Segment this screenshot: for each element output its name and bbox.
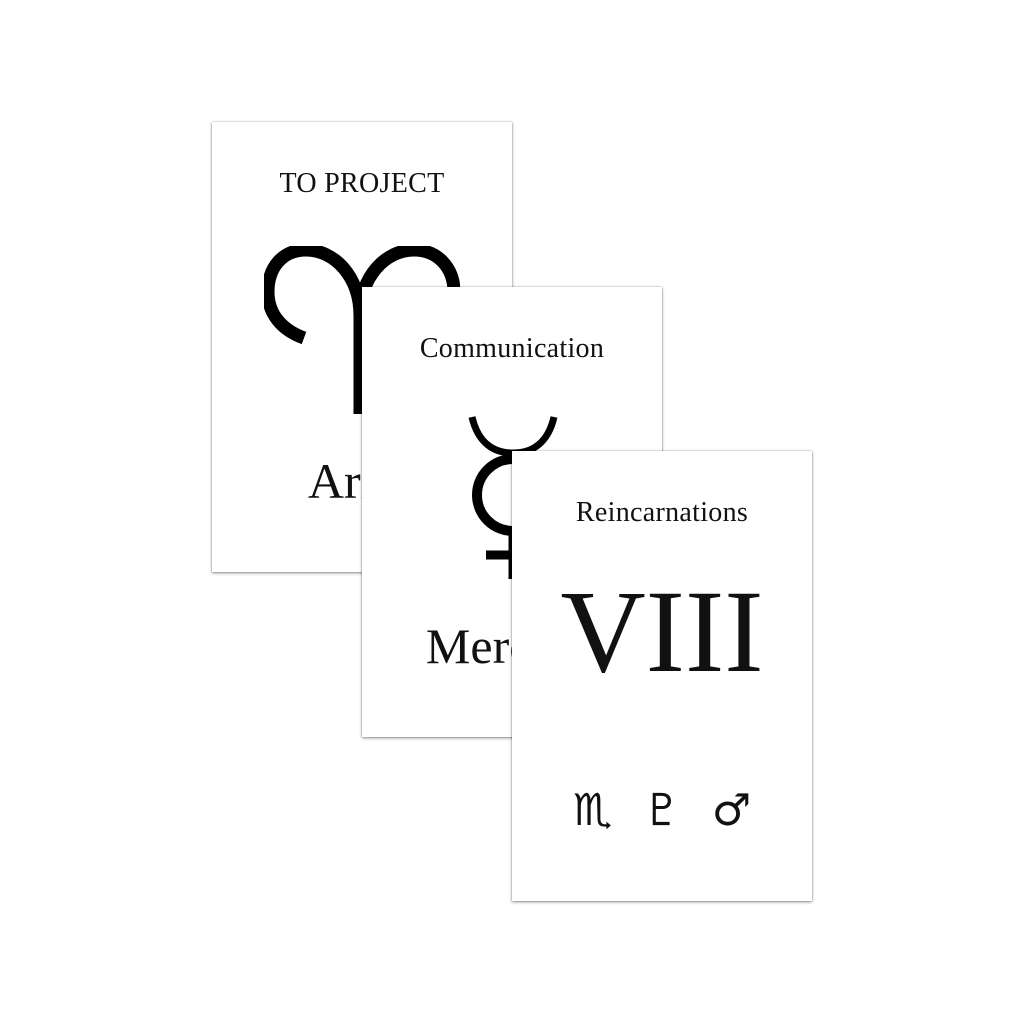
scorpio-icon: ♏	[572, 785, 613, 836]
card-reincarnations[interactable]: Reincarnations VIII ♏ ♇ ♂	[512, 451, 812, 901]
roman-numeral: VIII	[560, 566, 764, 697]
card-title: Reincarnations	[575, 497, 749, 528]
pluto-icon: ♇	[642, 785, 682, 836]
mars-icon: ♂	[711, 785, 752, 836]
card-title: Communication	[419, 333, 605, 364]
card-title: TO PROJECT	[279, 168, 445, 199]
sign-row: ♏ ♇ ♂	[512, 789, 812, 833]
